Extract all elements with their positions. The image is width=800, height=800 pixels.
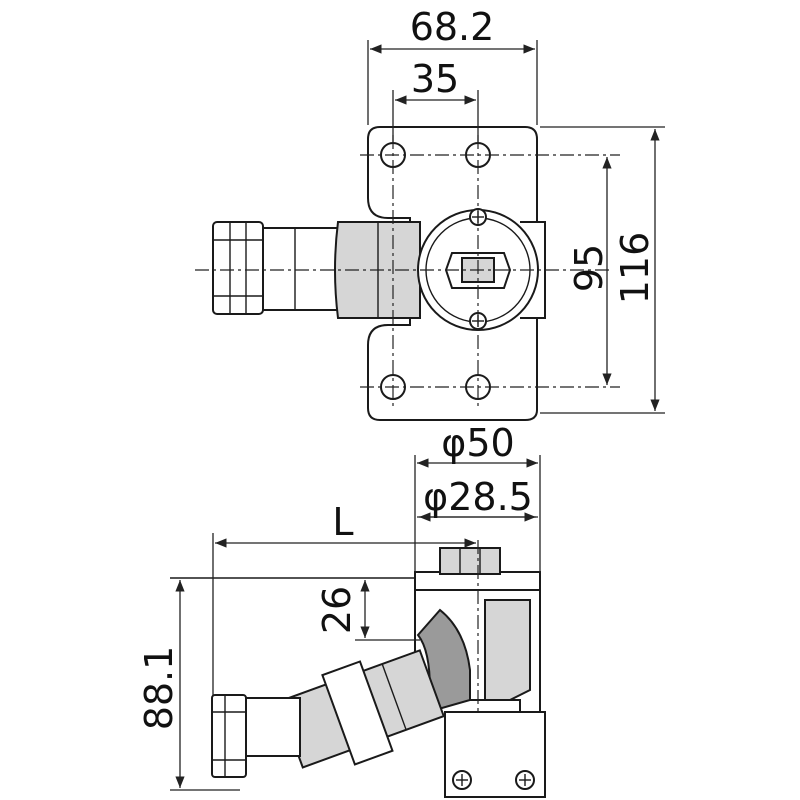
side-dimensions: φ50 φ28.5 L 26 88.1 [137, 421, 541, 791]
threaded-nut [212, 221, 264, 315]
side-pipe [239, 697, 301, 757]
dim-outer-diameter: φ50 [441, 421, 514, 465]
dim-offset-26: 26 [315, 586, 359, 634]
side-view [170, 540, 546, 798]
side-nut [211, 694, 247, 778]
top-view [195, 126, 620, 421]
dim-height-side: 88.1 [137, 646, 181, 731]
dim-hole-pitch-x: 35 [411, 57, 459, 101]
dim-width-overall: 68.2 [410, 5, 495, 49]
dim-length: L [332, 500, 353, 544]
pipe-body [262, 227, 339, 311]
side-top-nut [439, 547, 501, 575]
side-inner-channel [484, 599, 531, 701]
side-angled-collar [321, 660, 394, 766]
dim-height-overall: 116 [613, 232, 657, 305]
dim-inner-diameter: φ28.5 [423, 475, 533, 519]
top-dimensions: 68.2 35 95 116 [367, 5, 665, 414]
dim-hole-pitch-y: 95 [567, 244, 611, 292]
